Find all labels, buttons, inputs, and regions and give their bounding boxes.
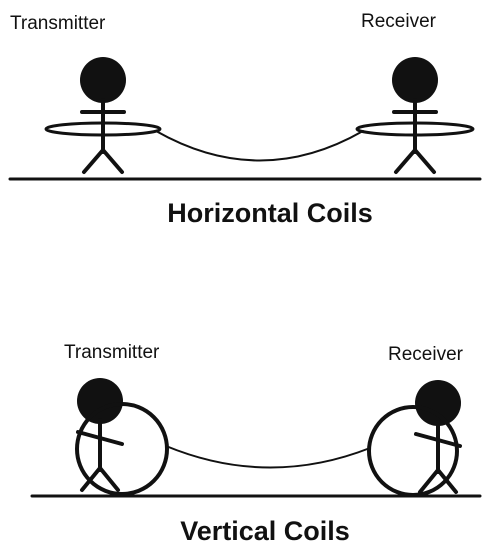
vertical-transmitter-label: Transmitter [64, 342, 160, 363]
vertical-coils-caption: Vertical Coils [180, 516, 350, 546]
horizontal-receiver-label: Receiver [361, 11, 436, 32]
horizontal-transmitter-coil [44, 121, 162, 137]
horizontal-receiver-coil [355, 121, 475, 137]
vertical-receiver-figure [414, 380, 462, 494]
horizontal-receiver-figure [392, 57, 438, 174]
horizontal-cable [155, 130, 364, 162]
vertical-transmitter-figure [76, 378, 124, 492]
horizontal-transmitter-label: Transmitter [10, 13, 106, 34]
vertical-receiver-label: Receiver [388, 344, 463, 365]
horizontal-coils-caption: Horizontal Coils [167, 198, 373, 228]
vertical-receiver-coil [367, 405, 459, 497]
vertical-cable [165, 445, 371, 469]
horizontal-transmitter-figure [80, 57, 126, 174]
vertical-transmitter-coil [75, 402, 169, 496]
